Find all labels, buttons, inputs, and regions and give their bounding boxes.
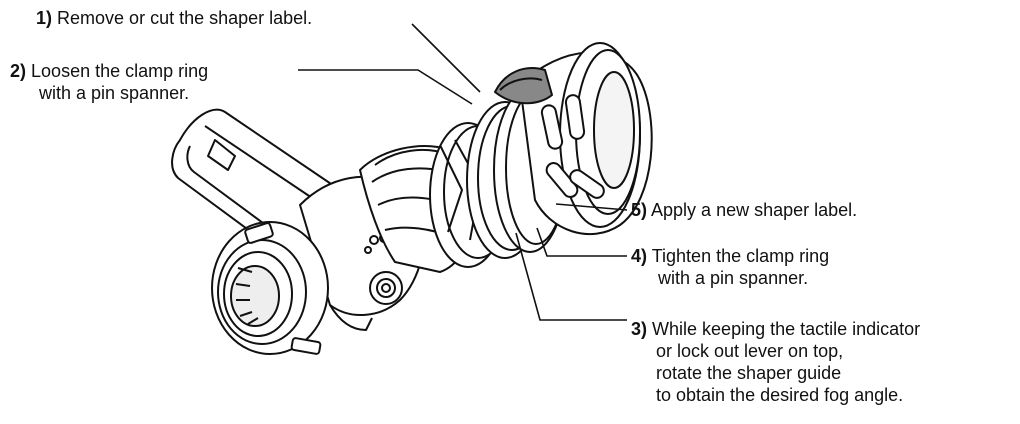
step-3-text-line4: to obtain the desired fog angle. (656, 385, 904, 405)
step-1-text: Remove or cut the shaper label. (57, 8, 313, 28)
inlet-coupling (211, 221, 329, 355)
step-4-label: 4) Tighten the clamp ring with a pin spa… (631, 245, 829, 289)
step-5-number: 5) (631, 200, 648, 220)
leader-4 (536, 227, 627, 257)
step-1-label: 1) Remove or cut the shaper label. (36, 7, 312, 29)
leader-3 (515, 232, 627, 321)
step-3-number: 3) (631, 319, 648, 339)
step-3-label: 3) While keeping the tactile indicator o… (631, 318, 920, 406)
step-2-label: 2) Loosen the clamp ring with a pin span… (10, 60, 208, 104)
shaper-head (494, 42, 653, 235)
step-4-text-line2: with a pin spanner. (658, 268, 809, 288)
step-3-text-line1: While keeping the tactile indicator (652, 319, 921, 339)
step-3-text-line2: or lock out lever on top, (656, 341, 844, 361)
step-5-label: 5) Apply a new shaper label. (631, 199, 857, 221)
leader-2 (298, 69, 473, 105)
leader-1 (411, 23, 481, 93)
step-2-number: 2) (10, 61, 27, 81)
step-5-text: Apply a new shaper label. (651, 200, 858, 220)
step-3-text-line3: rotate the shaper guide (656, 363, 842, 383)
step-1-number: 1) (36, 8, 53, 28)
step-4-number: 4) (631, 246, 648, 266)
leader-5 (555, 203, 628, 211)
step-2-text-line1: Loosen the clamp ring (31, 61, 209, 81)
leader-lines (298, 23, 628, 321)
step-4-text-line1: Tighten the clamp ring (651, 246, 830, 266)
step-2-text-line2: with a pin spanner. (39, 83, 190, 103)
